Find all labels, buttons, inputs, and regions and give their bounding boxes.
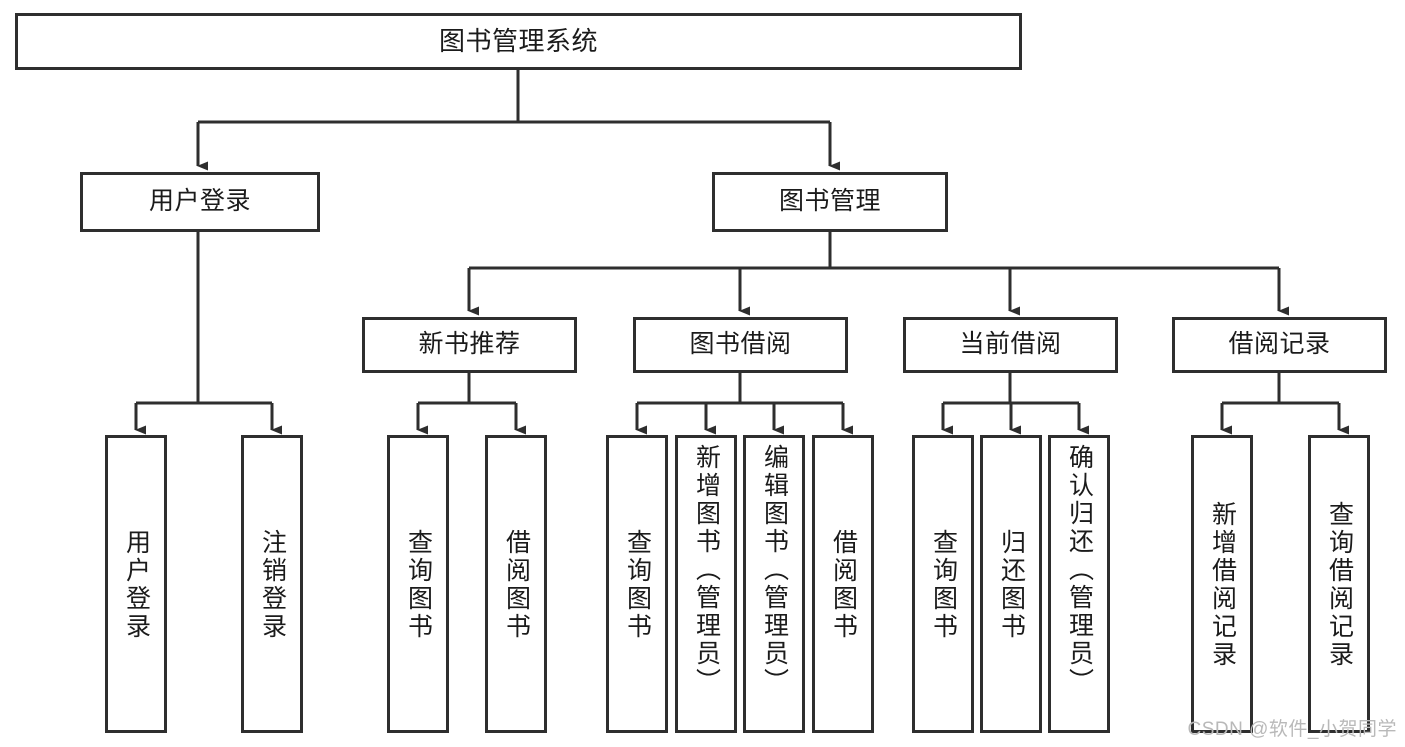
leaf-add-borrow-record[interactable]: 新增借阅记录	[1191, 435, 1253, 733]
node-label: 确认归还（管理员）	[1065, 444, 1094, 696]
node-label: 查询图书	[623, 529, 652, 641]
node-label: 图书管理系统	[438, 26, 598, 57]
node-label: 图书借阅	[689, 330, 792, 359]
node-new-book-recommend[interactable]: 新书推荐	[362, 317, 577, 373]
node-book-borrow[interactable]: 图书借阅	[633, 317, 848, 373]
node-label: 借阅记录	[1228, 330, 1331, 359]
node-label: 查询图书	[404, 529, 433, 641]
leaf-query-borrow-record[interactable]: 查询借阅记录	[1308, 435, 1370, 733]
leaf-query-book-borrow[interactable]: 查询图书	[606, 435, 668, 733]
leaf-confirm-return-admin[interactable]: 确认归还（管理员）	[1048, 435, 1110, 733]
node-label: 借阅图书	[829, 529, 858, 641]
watermark-text: CSDN @软件_小贺同学	[1187, 719, 1397, 740]
node-label: 新增图书（管理员）	[692, 444, 721, 696]
leaf-return-book[interactable]: 归还图书	[980, 435, 1042, 733]
node-label: 新增借阅记录	[1208, 501, 1237, 669]
node-borrow-record[interactable]: 借阅记录	[1172, 317, 1387, 373]
leaf-edit-book-admin[interactable]: 编辑图书（管理员）	[743, 435, 805, 733]
node-label: 当前借阅	[959, 330, 1062, 359]
node-label: 归还图书	[997, 529, 1026, 641]
node-label: 借阅图书	[502, 529, 531, 641]
leaf-logout[interactable]: 注销登录	[241, 435, 303, 733]
leaf-borrow-book-new-recommend[interactable]: 借阅图书	[485, 435, 547, 733]
node-label: 用户登录	[122, 529, 151, 641]
node-label: 查询借阅记录	[1325, 501, 1354, 669]
node-label: 查询图书	[929, 529, 958, 641]
node-label: 注销登录	[258, 529, 287, 641]
leaf-query-book-current[interactable]: 查询图书	[912, 435, 974, 733]
node-root-book-management-system[interactable]: 图书管理系统	[15, 13, 1022, 70]
leaf-add-book-admin[interactable]: 新增图书（管理员）	[675, 435, 737, 733]
node-label: 新书推荐	[418, 330, 521, 359]
leaf-borrow-book-borrow[interactable]: 借阅图书	[812, 435, 874, 733]
node-user-login[interactable]: 用户登录	[80, 172, 320, 232]
node-current-borrow[interactable]: 当前借阅	[903, 317, 1118, 373]
node-label: 用户登录	[148, 187, 251, 216]
node-label: 编辑图书（管理员）	[760, 444, 789, 696]
leaf-query-book-new-recommend[interactable]: 查询图书	[387, 435, 449, 733]
node-label: 图书管理	[778, 187, 881, 216]
leaf-user-login[interactable]: 用户登录	[105, 435, 167, 733]
node-book-management[interactable]: 图书管理	[712, 172, 948, 232]
